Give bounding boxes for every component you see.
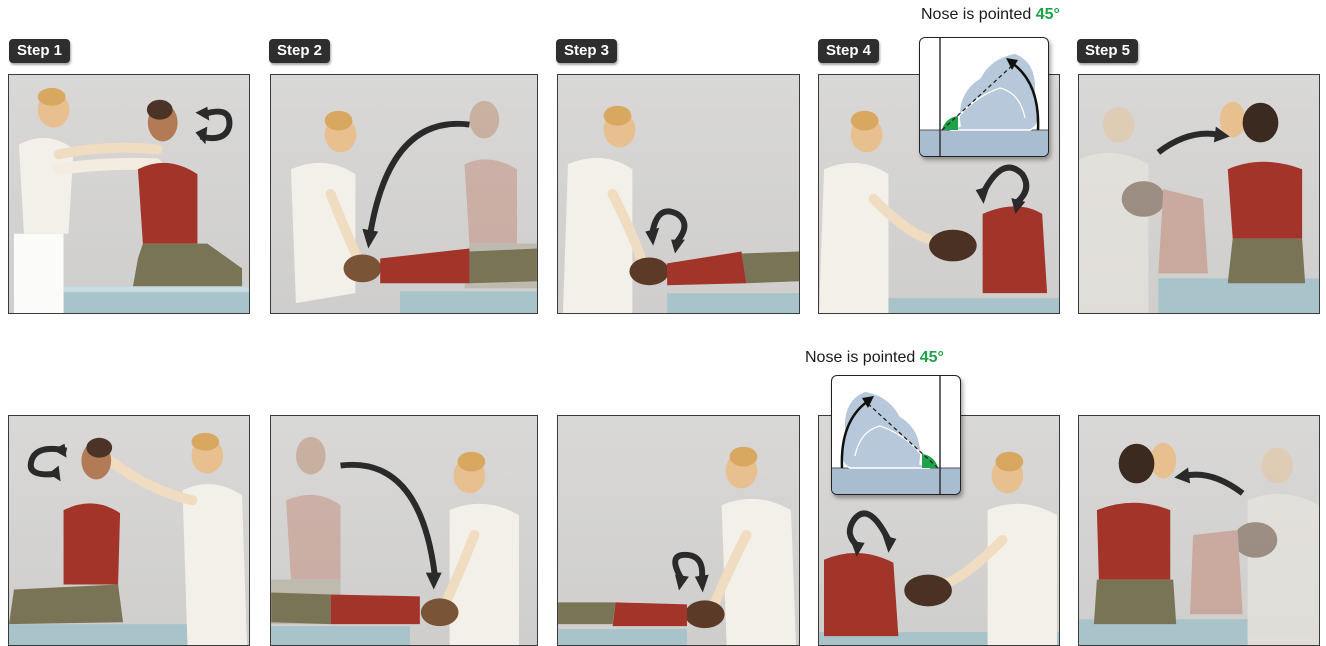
inset-angle-diagram-left (832, 376, 960, 494)
nose-caption-top-angle: 45° (1036, 6, 1060, 23)
panel-row2-step3 (557, 415, 800, 646)
nose-caption-top: Nose is pointed 45° (921, 6, 1060, 24)
illustration-return-seated-mirrored (1079, 416, 1319, 645)
panel-row2-step1 (8, 415, 250, 646)
illustration-supine-head-rotation-mirrored (558, 416, 799, 645)
panel-row1-step3 (557, 74, 800, 314)
inset-angle-diagram-right (920, 38, 1048, 156)
nose-caption-top-text: Nose is pointed (921, 6, 1036, 23)
panel-row2-step2 (270, 415, 538, 646)
step-5-badge: Step 5 (1077, 39, 1138, 63)
step-3-badge: Step 3 (556, 39, 617, 63)
nose-caption-bottom: Nose is pointed 45° (805, 349, 944, 367)
illustration-supine-head-rotation (558, 75, 799, 313)
illustration-lowering-supine-mirrored (271, 416, 537, 645)
step-2-badge: Step 2 (269, 39, 330, 63)
illustration-seated-head-turn-mirrored (9, 416, 249, 645)
step-1-badge: Step 1 (9, 39, 70, 63)
step-4-badge: Step 4 (818, 39, 879, 63)
panel-row1-step5 (1078, 74, 1320, 314)
illustration-lowering-supine (271, 75, 537, 313)
nose-caption-bottom-angle: 45° (920, 349, 944, 366)
illustration-return-seated (1079, 75, 1319, 313)
illustration-seated-head-turn (9, 75, 249, 313)
inset-nose-angle-top (919, 37, 1049, 157)
panel-row1-step1 (8, 74, 250, 314)
inset-nose-angle-bottom (831, 375, 961, 495)
nose-caption-bottom-text: Nose is pointed (805, 349, 920, 366)
panel-row2-step5 (1078, 415, 1320, 646)
panel-row1-step2 (270, 74, 538, 314)
